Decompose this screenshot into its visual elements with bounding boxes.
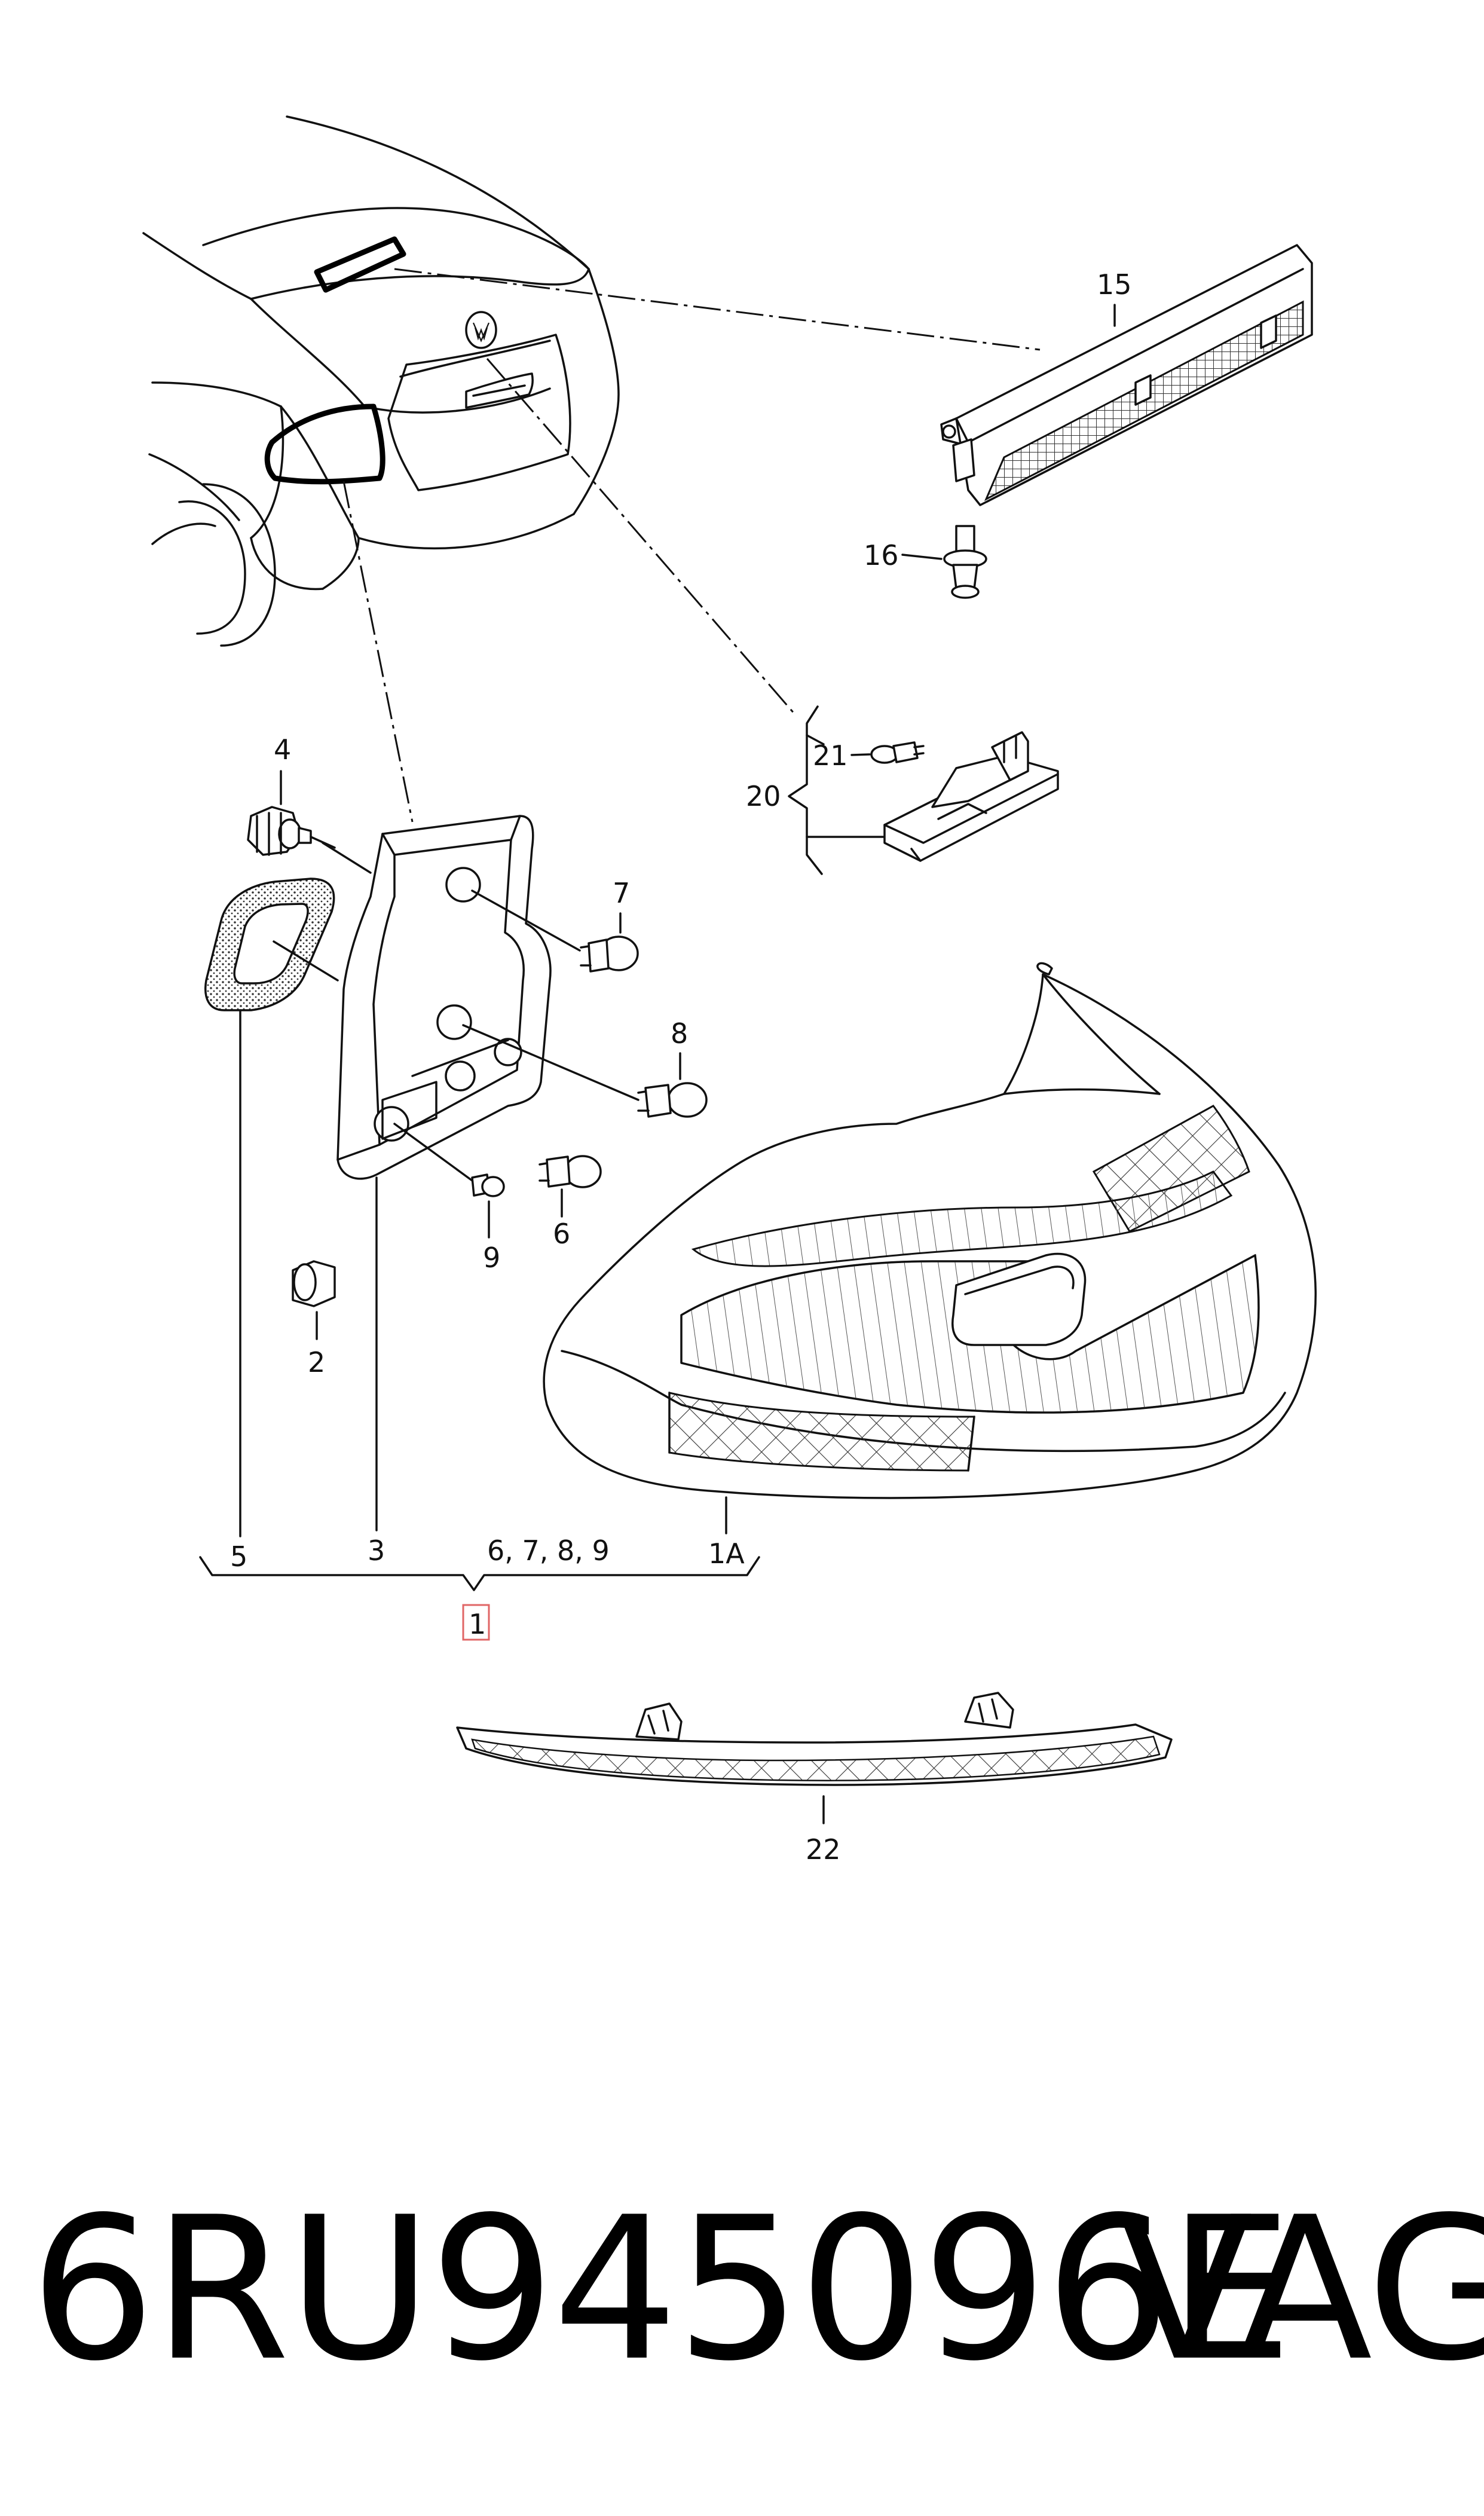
- callout-3: 3: [368, 1534, 385, 1567]
- bulb-carrier-3: [336, 815, 552, 1180]
- callout-5: 5: [230, 1540, 247, 1573]
- callout-15: 15: [1097, 268, 1132, 301]
- callout-1-box: 1: [462, 1604, 490, 1641]
- part-number: 6RU945096E: [30, 2175, 1293, 2404]
- bulb-9: [471, 1173, 505, 1197]
- bulb-8: [637, 1082, 708, 1118]
- licence-plate-light: [883, 731, 1059, 862]
- high-level-brake-light: [940, 244, 1313, 506]
- callout-1A: 1A: [708, 1537, 745, 1570]
- callout-21: 21: [813, 739, 848, 772]
- callout-22: 22: [806, 1833, 841, 1866]
- callout-20: 20: [746, 780, 781, 812]
- gasket-5: [204, 878, 335, 1011]
- car-rear-illustration: [142, 115, 620, 647]
- callout-7: 7: [613, 877, 630, 909]
- bulb-6: [538, 1155, 602, 1188]
- callout-6-7-8-9: 6, 7, 8, 9: [487, 1534, 610, 1567]
- brand-label: VAG: [1118, 2175, 1484, 2404]
- part-number-footer: 6RU945096E VAG: [30, 2164, 1484, 2415]
- bulb-7: [580, 936, 639, 973]
- callout-1: 1: [469, 1608, 486, 1640]
- callout-8: 8: [671, 1017, 688, 1050]
- nut-2: [292, 1260, 336, 1307]
- bulb-21: [870, 741, 925, 764]
- tail-lamp-1A: [543, 962, 1317, 1499]
- leader-lines: [342, 268, 1041, 823]
- callout-4: 4: [274, 733, 291, 766]
- callout-6: 6: [553, 1218, 570, 1250]
- bulb-holder-4: [247, 806, 336, 856]
- callout-9: 9: [483, 1242, 500, 1274]
- callout-16: 16: [864, 539, 899, 571]
- clip-16: [943, 525, 987, 599]
- reflector-strip-22: [456, 1692, 1173, 1786]
- callout-2: 2: [308, 1346, 325, 1378]
